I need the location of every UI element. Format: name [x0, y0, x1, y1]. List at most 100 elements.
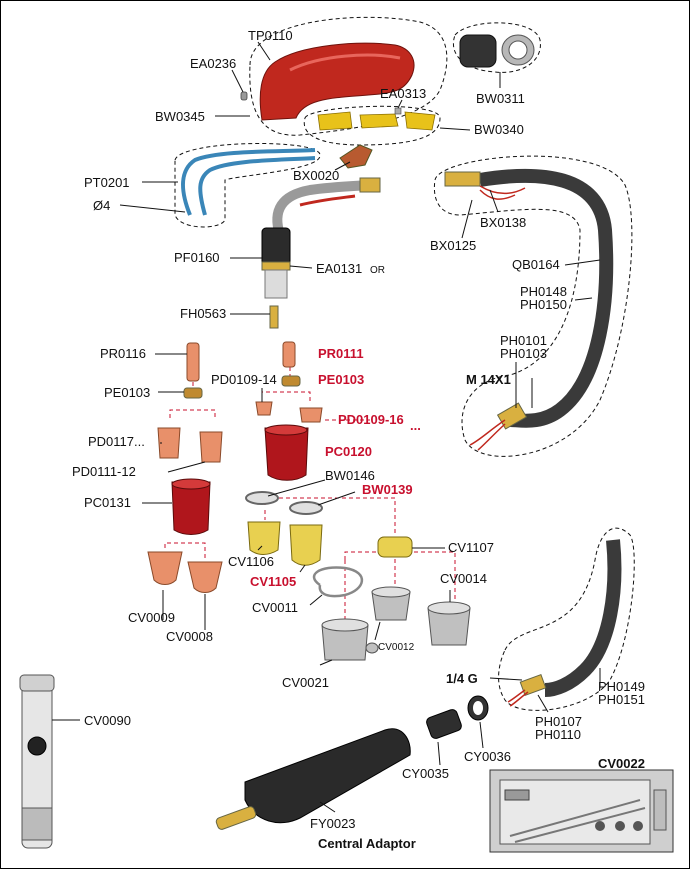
- leader-lines: [52, 41, 601, 813]
- bx0125-wires: [479, 185, 526, 200]
- pd0109-16-shape: [299, 407, 323, 423]
- pr0111-shape: [282, 341, 296, 368]
- pc0131-shape: [171, 481, 211, 535]
- label-pd0109-16: PD0109-16: [338, 412, 404, 427]
- pc0131-top: [171, 478, 211, 490]
- cv0021-tab: [365, 642, 379, 654]
- label-cv0021: CV0021: [282, 675, 329, 690]
- label-pf0160: PF0160: [174, 250, 220, 265]
- m14x1-wires: [469, 419, 506, 451]
- cv1107-shape: [377, 536, 413, 558]
- label-bw0345: BW0345: [155, 109, 205, 124]
- pd0117-shape: [157, 427, 181, 459]
- ph0107-wires: [507, 689, 529, 707]
- pc0120-top: [264, 424, 308, 436]
- label-pd0111-12: PD0111-12: [72, 464, 136, 479]
- label-cv0090: CV0090: [84, 713, 131, 728]
- swan-neck-shape: [272, 180, 371, 237]
- label-m14x1: M 14X1: [466, 372, 511, 387]
- label-bw0311: BW0311: [476, 91, 525, 106]
- label-ph0149: PH0149: [598, 679, 645, 694]
- label-qb0164: QB0164: [512, 257, 560, 272]
- cv0009-shape: [147, 551, 183, 585]
- label-cv1106: CV1106: [228, 554, 274, 569]
- bx0138-connector-shape: [444, 171, 481, 187]
- label-pt0201: PT0201: [84, 175, 130, 190]
- label-pd0109-16-dots: ...: [410, 418, 421, 433]
- swan-neck-fitting: [359, 177, 381, 193]
- swan-neck-red-hose: [299, 194, 356, 207]
- label-bx0020: BX0020: [293, 168, 339, 183]
- label-ea0236: EA0236: [190, 56, 236, 71]
- pd0111-shape: [199, 431, 223, 463]
- pe0103-left-shape: [183, 387, 203, 399]
- label-ph0148: PH0148: [520, 284, 567, 299]
- handle-highlight: [289, 53, 401, 72]
- label-cv0009: CV0009: [128, 610, 175, 625]
- label-fh0563: FH0563: [180, 306, 226, 321]
- pc0120-shape: [264, 427, 309, 481]
- label-quarter-g: 1/4 G: [446, 671, 478, 686]
- label-bx0125: BX0125: [430, 238, 476, 253]
- label-bx0138: BX0138: [480, 215, 526, 230]
- cv0090-tool-cap: [19, 674, 55, 692]
- label-ph0107: PH0107: [535, 714, 582, 729]
- pt0201-hose-blue2: [198, 156, 316, 216]
- pf0160-tube-shape: [264, 269, 288, 299]
- red-link-cv-nozzles: [164, 542, 206, 560]
- red-link-pe0103-left: [169, 409, 216, 418]
- cv0022-box-tool: [504, 789, 530, 801]
- cv1105-shape: [289, 524, 323, 566]
- label-pc0120: PC0120: [325, 444, 372, 459]
- label-fy0023: FY0023: [310, 816, 356, 831]
- label-bw0340: BW0340: [474, 122, 524, 137]
- label-cv0014: CV0014: [440, 571, 487, 586]
- label-cv1107: CV1107: [448, 540, 494, 555]
- pf0160-body-shape: [261, 227, 291, 267]
- label-pc0131: PC0131: [84, 495, 131, 510]
- torch-handle-shape: [259, 42, 415, 121]
- cy0035-nut-shape: [426, 709, 462, 739]
- pd0109-14-shape: [255, 401, 273, 416]
- label-pe0103-right: PE0103: [318, 372, 364, 387]
- red-link-bw: [264, 497, 396, 535]
- ph0107-connector-shape: [519, 674, 547, 696]
- bw0139-ring-shape: [289, 501, 323, 515]
- label-ph0110: PH0110: [535, 727, 581, 742]
- label-ph0151: PH0151: [598, 692, 645, 707]
- label-cv0008: CV0008: [166, 629, 213, 644]
- fy0023-adaptor-shape: [244, 728, 411, 824]
- bw0311-ring-hole: [508, 40, 528, 60]
- cv1106-shape: [247, 521, 281, 555]
- bx0020-connector-shape: [339, 144, 373, 169]
- cv0014-top: [427, 601, 471, 615]
- pe0103-right-shape: [281, 375, 301, 387]
- bw0340-insulator-shape: [317, 111, 436, 131]
- label-pd0109-14: PD0109-14: [211, 372, 277, 387]
- label-cv0011: CV0011: [252, 600, 298, 615]
- label-tp0110: TP0110: [248, 28, 293, 43]
- cv0090-tool-hole: [27, 736, 47, 756]
- cv0090-tool-grip: [21, 807, 53, 841]
- label-bw0146: BW0146: [325, 468, 375, 483]
- label-cv1105: CV1105: [250, 574, 296, 589]
- group-outline-short-cable: [498, 527, 635, 711]
- ph0149-cable-shape: [544, 539, 622, 697]
- cv0021-top: [321, 618, 369, 632]
- cv0022-box-rods: [509, 799, 646, 843]
- ea0313-screw-shape: [394, 107, 402, 115]
- ea0131-ring-shape: [261, 261, 291, 271]
- cv0008-shape: [187, 561, 223, 593]
- label-cy0036: CY0036: [464, 749, 511, 764]
- label-ea0131: EA0131: [316, 261, 362, 276]
- label-cv0022: CV0022: [598, 756, 645, 771]
- bw0146-ring-shape: [245, 491, 279, 505]
- label-ph0103: PH0103: [500, 346, 547, 361]
- fy0023-pin-shape: [215, 806, 257, 830]
- label-pe0103-left: PE0103: [104, 385, 150, 400]
- label-pr0116: PR0116: [100, 346, 146, 361]
- label-ea0131-or: OR: [370, 265, 385, 276]
- label-bw0139: BW0139: [362, 482, 413, 497]
